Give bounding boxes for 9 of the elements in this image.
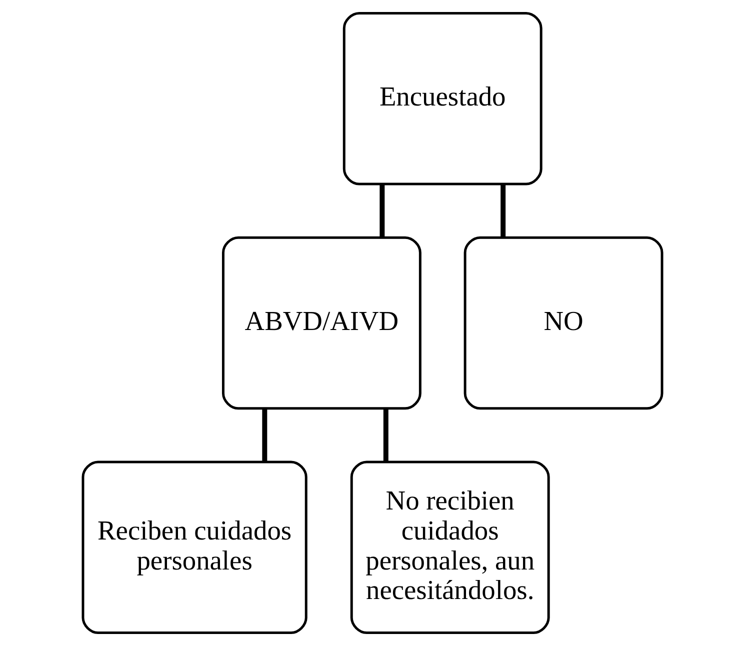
connector: [379, 184, 384, 238]
connector: [262, 408, 267, 462]
node-box: Encuestado: [342, 12, 542, 186]
node-box: Reciben cuidados personales: [81, 460, 307, 634]
node-box: No recibien cuidados personales, aun necesitándolos.: [350, 460, 550, 634]
connector: [382, 408, 388, 462]
node-box: ABVD/AIVD: [221, 236, 421, 410]
node-box: NO: [463, 236, 663, 410]
connector: [500, 184, 506, 238]
